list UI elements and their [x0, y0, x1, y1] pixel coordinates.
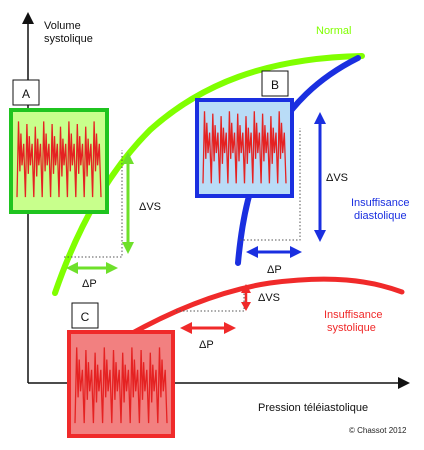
- diastolic-label-line1: Insuffisance: [351, 197, 410, 209]
- systolic-dvs-arrow: [241, 284, 251, 311]
- panel-c-label: C: [81, 310, 90, 324]
- normal-curve-label: Normal: [316, 25, 351, 37]
- normal-dvs-arrow: [122, 152, 134, 254]
- panel-a-label: A: [22, 87, 30, 101]
- systolic-dvs-label: ΔVS: [258, 292, 280, 304]
- systolic-dp-arrow: [180, 322, 236, 334]
- diastolic-dvs-arrow: [314, 112, 326, 242]
- systolic-label-line1: Insuffisance: [324, 309, 383, 321]
- copyright: © Chassot 2012: [349, 426, 407, 435]
- systolic-dp-label: ΔP: [199, 339, 214, 351]
- systolic-guide-dotted: [176, 288, 245, 312]
- panel-b-label: B: [271, 78, 279, 92]
- diastolic-dp-label: ΔP: [267, 264, 282, 276]
- y-axis-label-line1: Volume: [44, 20, 81, 32]
- systolic-label-line2: systolique: [327, 322, 376, 334]
- y-axis-arrowhead: [22, 12, 34, 24]
- x-axis-arrowhead: [398, 377, 410, 389]
- panel-a-trace: [16, 121, 102, 198]
- diastolic-guide-dotted: [240, 128, 301, 241]
- panel-c-label-box: [71, 302, 99, 329]
- panel-b-trace: [202, 111, 287, 184]
- normal-dvs-label: ΔVS: [139, 201, 161, 213]
- normal-dp-arrow: [66, 262, 118, 274]
- panel-b-label-box: [261, 70, 289, 97]
- diastolic-label-line2: diastolique: [354, 210, 407, 222]
- diastolic-dp-arrow: [246, 246, 302, 258]
- x-axis-label: Pression téléiastolique: [258, 402, 368, 414]
- normal-curve: [52, 53, 365, 296]
- diastolic-dvs-label: ΔVS: [326, 172, 348, 184]
- systolic-curve: [89, 276, 405, 360]
- y-axis-label-line2: systolique: [44, 33, 93, 45]
- normal-dp-label: ΔP: [82, 278, 97, 290]
- panel-a-label-box: [12, 79, 40, 106]
- panel-c-trace: [74, 347, 168, 424]
